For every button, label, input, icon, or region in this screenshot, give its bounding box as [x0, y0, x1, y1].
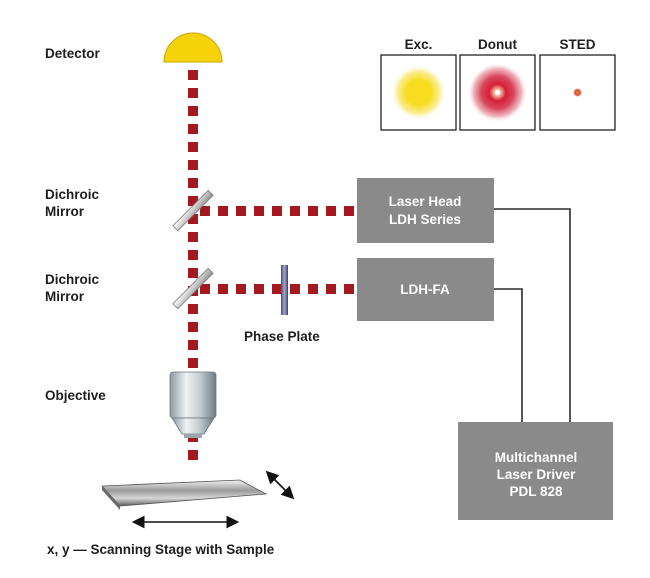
laser-driver-box: [458, 422, 613, 520]
objective-icon: [169, 371, 217, 438]
scanning-stage-icon: [101, 479, 268, 510]
psf-panel-donut: Donut: [459, 37, 536, 131]
dichroic-mirror-1-label-line2: Mirror: [45, 204, 85, 219]
dichroic-mirror-2-label-line1: Dichroic: [45, 272, 100, 287]
laser-driver-label-line1: Multichannel: [495, 450, 578, 465]
psf-label-donut: Donut: [478, 37, 517, 52]
ldh-fa-box: [357, 258, 494, 321]
detector-icon: [163, 32, 223, 63]
laser-head-label-line1: Laser Head: [389, 194, 462, 209]
laser-head-wire: [494, 208, 571, 422]
small-sted-spot-icon: [572, 87, 583, 98]
dichroic-mirror-2-label-line2: Mirror: [45, 289, 85, 304]
psf-panel-sted: STED: [539, 37, 616, 131]
y-axis-arrow-icon: [265, 470, 295, 500]
ldh-fa-wire: [494, 288, 523, 422]
psf-panel-excitation: Exc.: [380, 37, 457, 131]
phase-plate-icon: [281, 265, 288, 315]
detector-label: Detector: [45, 46, 101, 61]
psf-label-sted: STED: [559, 37, 595, 52]
ldh-fa-label: LDH-FA: [400, 282, 450, 297]
psf-label-excitation: Exc.: [405, 37, 433, 52]
laser-head-box: [357, 178, 494, 243]
yellow-excitation-spot-icon: [390, 64, 447, 121]
phase-plate-label: Phase Plate: [244, 329, 320, 344]
scanning-stage-label: x, y — Scanning Stage with Sample: [47, 542, 275, 557]
dichroic-mirror-1-label-line1: Dichroic: [45, 187, 100, 202]
laser-head-label-line2: LDH Series: [389, 212, 461, 227]
dichroic-mirror-2-icon: [172, 267, 214, 310]
objective-label: Objective: [45, 388, 106, 403]
laser-driver-label-line3: PDL 828: [509, 484, 563, 499]
laser-driver-label-line2: Laser Driver: [497, 467, 577, 482]
dichroic-mirror-1-icon: [172, 189, 214, 232]
